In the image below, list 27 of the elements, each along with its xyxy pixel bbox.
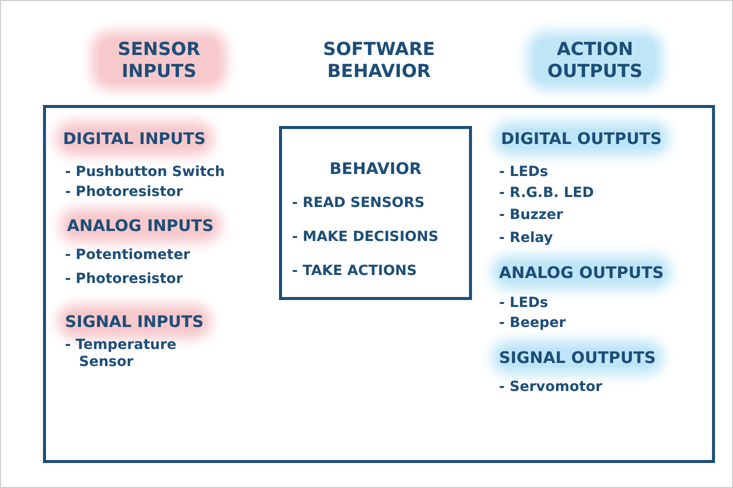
list-item: - Photoresistor [65, 271, 183, 288]
list-item: - TAKE ACTIONS [291, 263, 418, 279]
list-item: - Pushbutton Switch [65, 164, 225, 181]
list-item: - Relay [499, 230, 553, 247]
section-heading: ANALOG OUTPUTS [499, 263, 664, 282]
list-item: - LEDs [499, 295, 548, 312]
list-item: - R.G.B. LED [499, 185, 594, 202]
content-frame [43, 105, 715, 463]
list-item: - LEDs [499, 164, 548, 181]
list-item: - Photoresistor [65, 184, 183, 201]
behavior-box [279, 126, 472, 300]
list-item: - Beeper [499, 315, 566, 332]
section-heading: SENSOR INPUTS [99, 39, 219, 82]
section-heading: SIGNAL OUTPUTS [499, 348, 656, 368]
list-item: - Potentiometer [65, 247, 190, 264]
section-heading: SIGNAL INPUTS [65, 312, 204, 332]
section-heading: DIGITAL INPUTS [63, 129, 206, 148]
list-item: - Servomotor [499, 379, 602, 396]
box-heading: BEHAVIOR [328, 159, 423, 178]
section-heading: DIGITAL OUTPUTS [501, 129, 662, 148]
list-item: - READ SENSORS [291, 195, 426, 211]
section-heading: ANALOG INPUTS [67, 216, 214, 236]
list-item: - MAKE DECISIONS [291, 229, 440, 245]
section-heading: SOFTWARE BEHAVIOR [322, 39, 436, 82]
list-item: - Temperature Sensor [65, 337, 178, 371]
section-heading: ACTION OUTPUTS [535, 39, 655, 82]
list-item: - Buzzer [499, 207, 564, 224]
